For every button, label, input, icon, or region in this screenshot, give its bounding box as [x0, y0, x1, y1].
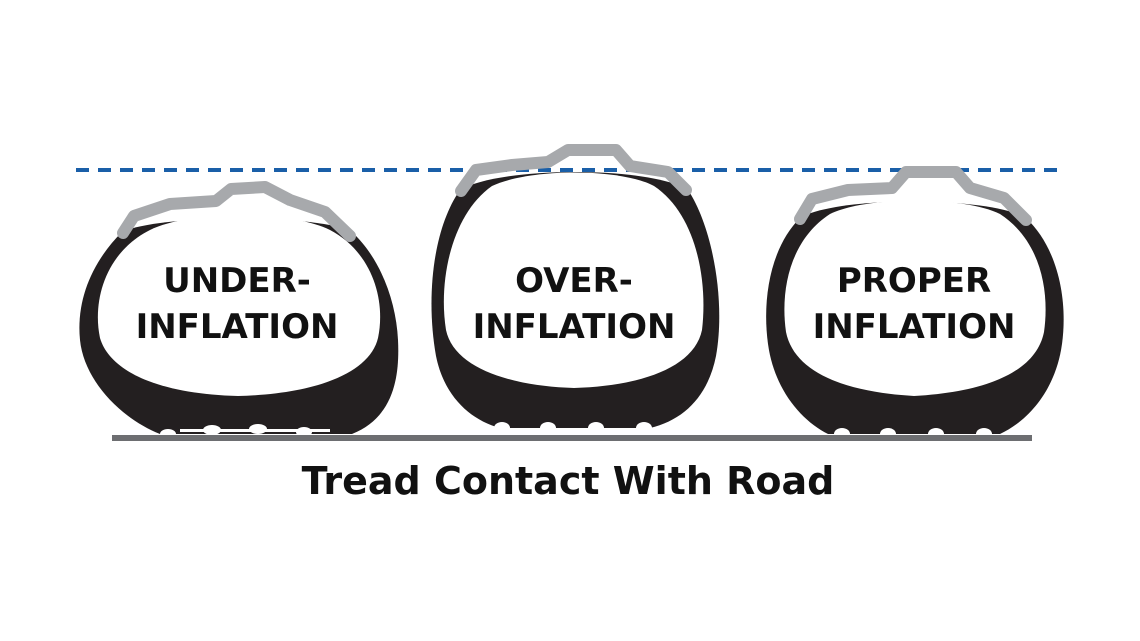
tire-proper-tread-cap [794, 166, 1032, 226]
tire-over-label-line2: INFLATION [473, 307, 676, 347]
tire-proper-label-line1: PROPER [837, 261, 991, 301]
tire-proper-inflation: PROPER INFLATION [766, 166, 1064, 440]
tire-over-tread-notches [494, 422, 652, 434]
tire-over-tread-cap [455, 144, 692, 197]
tire-proper-inner [784, 200, 1046, 396]
tire-under-inflation: UNDER- INFLATION [79, 181, 399, 439]
tire-proper-label-line2: INFLATION [813, 307, 1016, 347]
tire-under-tread-cap [117, 181, 356, 242]
tire-over-label-line1: OVER- [515, 261, 633, 301]
tire-over-inner [443, 172, 704, 388]
tire-under-label-line1: UNDER- [163, 261, 311, 301]
tread-contact-caption: Tread Contact With Road [302, 459, 835, 503]
tire-under-inner [97, 215, 381, 396]
tire-under-label-line2: INFLATION [136, 307, 339, 347]
tire-over-inflation: OVER- INFLATION [431, 144, 720, 434]
